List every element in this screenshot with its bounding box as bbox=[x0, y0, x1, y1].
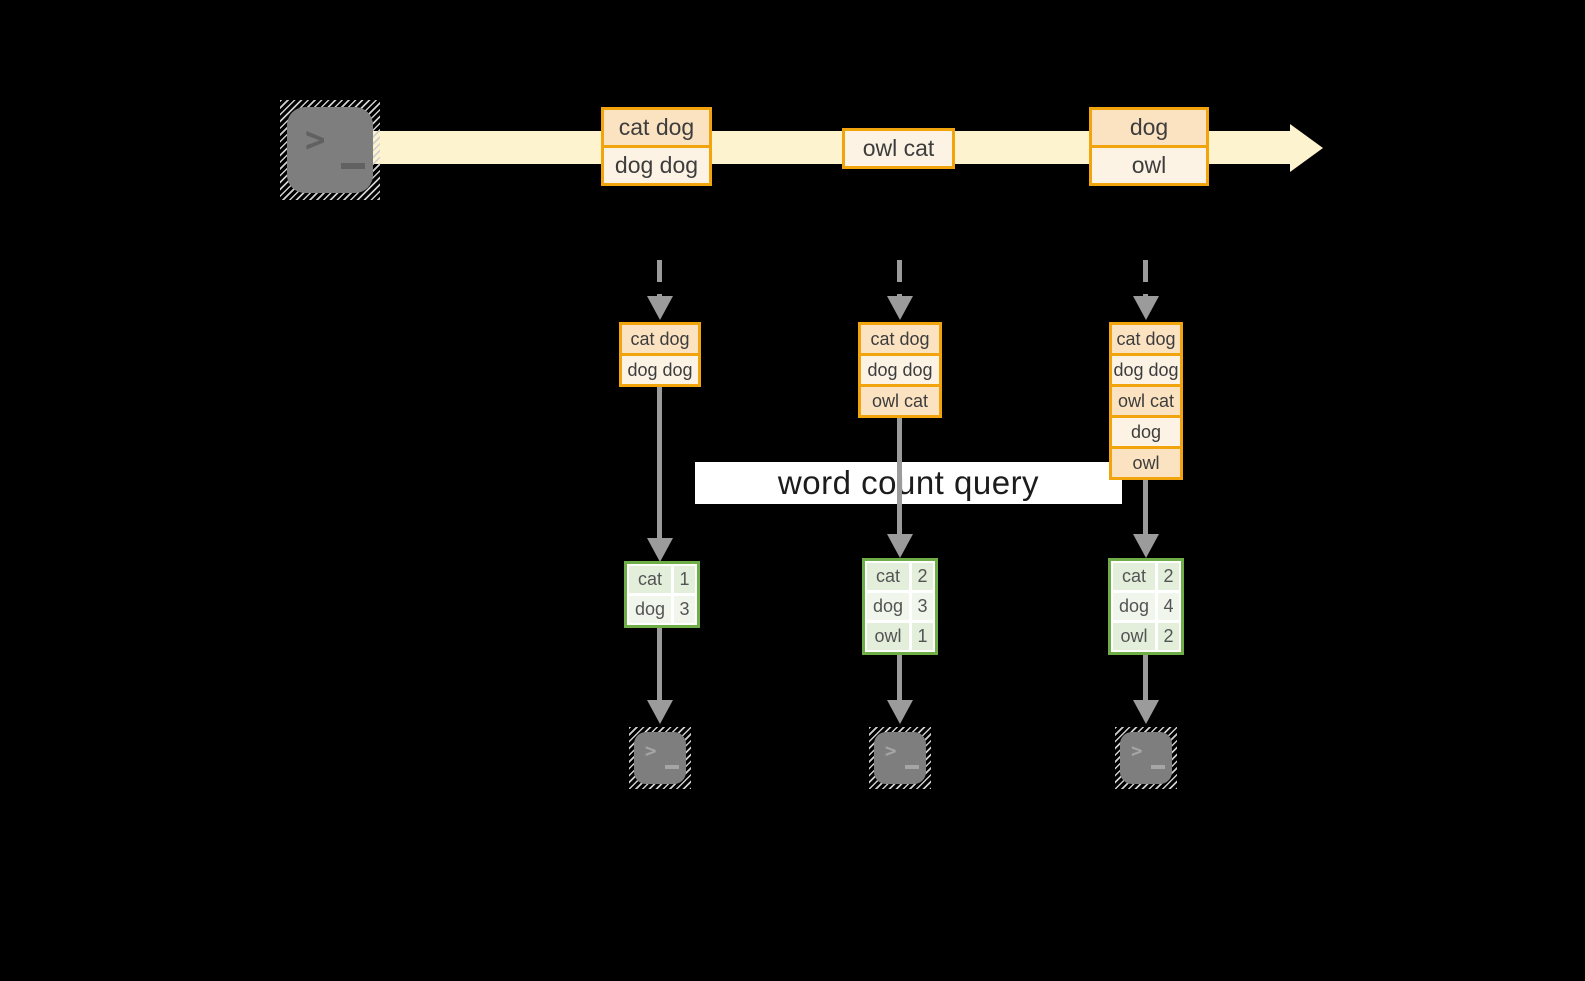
stream-event-box-3: dog owl bbox=[1089, 107, 1209, 186]
word-cell: owl bbox=[1113, 623, 1155, 650]
value-cell: 1 bbox=[912, 623, 933, 650]
terminal-prompt-icon: > bbox=[645, 740, 657, 762]
buffer-line: dog bbox=[1112, 418, 1180, 446]
arrowhead-icon bbox=[887, 534, 913, 558]
count-table-1: cat 1 dog 3 bbox=[624, 561, 700, 628]
terminal-sink-icon: > bbox=[869, 727, 931, 789]
word-cell: dog bbox=[1113, 593, 1155, 620]
query-label-text: word count query bbox=[777, 464, 1040, 501]
terminal-icon-body: > bbox=[1120, 732, 1172, 784]
buffer-line: cat dog bbox=[622, 325, 698, 353]
arrowhead-icon bbox=[887, 296, 913, 320]
terminal-icon-body: > bbox=[874, 732, 926, 784]
count-table-2: cat 2 dog 3 owl 1 bbox=[862, 558, 938, 655]
stream-event-line: dog dog bbox=[604, 148, 709, 183]
buffer-line: dog dog bbox=[861, 356, 939, 384]
buffer-line: owl bbox=[1112, 449, 1180, 477]
word-cell: owl bbox=[867, 623, 909, 650]
count-row: cat 1 bbox=[629, 566, 695, 593]
count-row: cat 2 bbox=[867, 563, 933, 590]
arrowhead-icon bbox=[1133, 700, 1159, 724]
buffer-line: owl cat bbox=[1112, 387, 1180, 415]
count-row: dog 3 bbox=[629, 596, 695, 623]
terminal-prompt-icon: > bbox=[305, 119, 326, 161]
buffer-line: cat dog bbox=[861, 325, 939, 353]
flow-arrow bbox=[897, 418, 902, 534]
flow-arrow bbox=[897, 655, 902, 700]
buffer-stack-2: cat dog dog dog owl cat bbox=[858, 322, 942, 418]
dashed-arrow bbox=[1143, 260, 1148, 296]
stream-event-line: owl cat bbox=[845, 131, 952, 166]
count-row: owl 1 bbox=[867, 623, 933, 650]
terminal-cursor-icon bbox=[665, 765, 679, 769]
stream-event-line: dog bbox=[1092, 110, 1206, 145]
flow-arrow bbox=[1143, 480, 1148, 534]
word-cell: dog bbox=[629, 596, 671, 623]
count-row: dog 4 bbox=[1113, 593, 1179, 620]
count-row: owl 2 bbox=[1113, 623, 1179, 650]
terminal-cursor-icon bbox=[905, 765, 919, 769]
terminal-prompt-icon: > bbox=[1131, 740, 1143, 762]
terminal-icon-body: > bbox=[287, 107, 373, 193]
count-row: cat 2 bbox=[1113, 563, 1179, 590]
arrowhead-icon bbox=[647, 700, 673, 724]
value-cell: 1 bbox=[674, 566, 695, 593]
flow-arrow bbox=[657, 628, 662, 700]
buffer-stack-1: cat dog dog dog bbox=[619, 322, 701, 387]
stream-arrowhead-icon bbox=[1290, 124, 1323, 172]
word-cell: cat bbox=[1113, 563, 1155, 590]
value-cell: 3 bbox=[912, 593, 933, 620]
dashed-arrow bbox=[657, 260, 662, 296]
count-table-3: cat 2 dog 4 owl 2 bbox=[1108, 558, 1184, 655]
buffer-stack-3: cat dog dog dog owl cat dog owl bbox=[1109, 322, 1183, 480]
terminal-sink-icon: > bbox=[629, 727, 691, 789]
word-cell: cat bbox=[867, 563, 909, 590]
arrowhead-icon bbox=[647, 296, 673, 320]
terminal-cursor-icon bbox=[341, 163, 365, 169]
stream-event-box-2: owl cat bbox=[842, 128, 955, 169]
value-cell: 4 bbox=[1158, 593, 1179, 620]
arrowhead-icon bbox=[1133, 296, 1159, 320]
query-label: word count query bbox=[695, 462, 1122, 504]
stream-event-line: cat dog bbox=[604, 110, 709, 145]
word-cell: cat bbox=[629, 566, 671, 593]
flow-arrow bbox=[657, 387, 662, 538]
buffer-line: dog dog bbox=[622, 356, 698, 384]
buffer-line: cat dog bbox=[1112, 325, 1180, 353]
stream-event-box-1: cat dog dog dog bbox=[601, 107, 712, 186]
count-row: dog 3 bbox=[867, 593, 933, 620]
terminal-source-icon: > bbox=[280, 100, 380, 200]
arrowhead-icon bbox=[1133, 534, 1159, 558]
value-cell: 2 bbox=[1158, 623, 1179, 650]
stream-event-line: owl bbox=[1092, 148, 1206, 183]
value-cell: 2 bbox=[1158, 563, 1179, 590]
arrowhead-icon bbox=[887, 700, 913, 724]
word-cell: dog bbox=[867, 593, 909, 620]
buffer-line: owl cat bbox=[861, 387, 939, 415]
terminal-icon-body: > bbox=[634, 732, 686, 784]
terminal-sink-icon: > bbox=[1115, 727, 1177, 789]
terminal-cursor-icon bbox=[1151, 765, 1165, 769]
buffer-line: dog dog bbox=[1112, 356, 1180, 384]
value-cell: 2 bbox=[912, 563, 933, 590]
dashed-arrow bbox=[897, 260, 902, 296]
arrowhead-icon bbox=[647, 538, 673, 562]
flow-arrow bbox=[1143, 655, 1148, 700]
terminal-prompt-icon: > bbox=[885, 740, 897, 762]
value-cell: 3 bbox=[674, 596, 695, 623]
